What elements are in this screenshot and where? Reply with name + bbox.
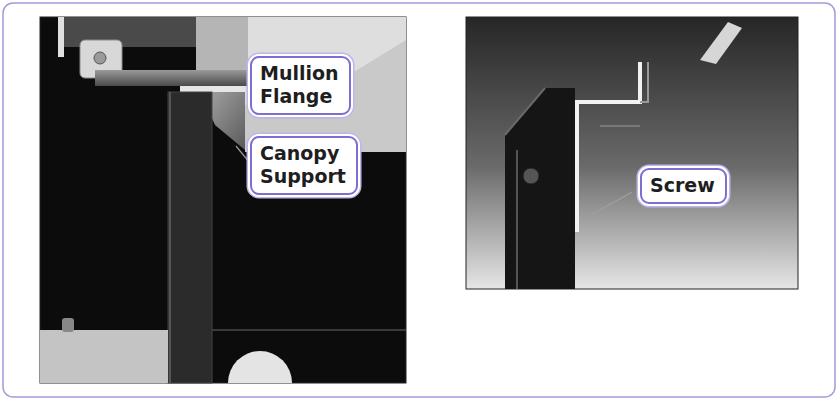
- post-inner-edge: [516, 150, 518, 289]
- post-edge: [169, 92, 171, 383]
- callout-text: Mullion Flange: [260, 62, 339, 108]
- outer-frame: [3, 3, 835, 397]
- lower-fitting: [62, 318, 74, 332]
- lower-rail: [212, 329, 406, 331]
- callout-label: Canopy Support: [250, 136, 358, 195]
- roller-bolt: [94, 52, 106, 64]
- left-photo: [40, 17, 406, 383]
- lower-panel: [40, 330, 168, 383]
- pivot-pin: [523, 168, 539, 184]
- callout-label: Screw: [640, 168, 727, 204]
- reference-line: [600, 126, 640, 127]
- post-profile: [505, 88, 575, 289]
- post-edge: [505, 88, 545, 135]
- callout-text: Screw: [650, 174, 715, 197]
- callout-label: Mullion Flange: [250, 56, 351, 115]
- flange-tip: [700, 22, 742, 64]
- mullion-flange: [180, 86, 245, 92]
- canopy-post: [168, 92, 212, 383]
- l-bracket: [577, 62, 640, 232]
- bracket-block: [196, 17, 248, 79]
- leader-line: [586, 192, 632, 218]
- callout-text: Canopy Support: [260, 142, 346, 188]
- bracket-shadow: [640, 62, 648, 102]
- lower-disc: [228, 351, 292, 383]
- glass-panel: [245, 17, 406, 152]
- right-photo: [466, 17, 798, 289]
- mullion-rail: [95, 70, 255, 86]
- frame-edge: [58, 17, 64, 57]
